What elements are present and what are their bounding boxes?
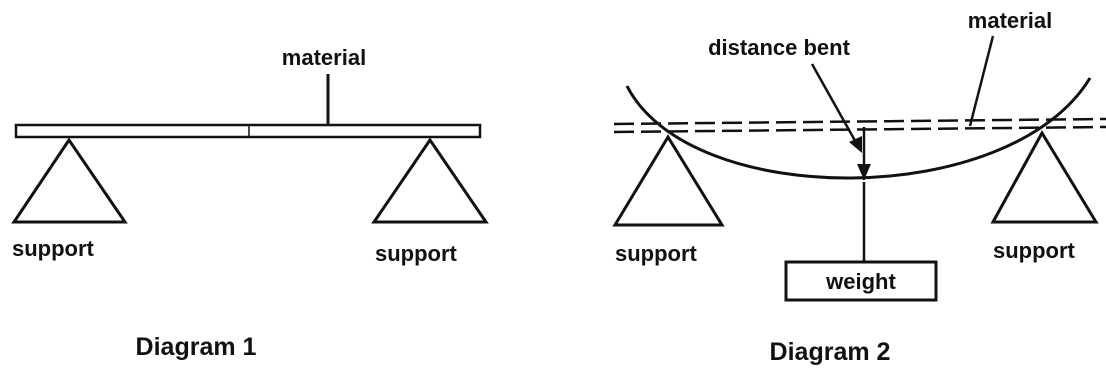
distance-bent-arrowhead xyxy=(849,136,862,153)
material-label: material xyxy=(282,45,366,70)
diagram-2-caption: Diagram 2 xyxy=(770,338,891,366)
distance-bent-label: distance bent xyxy=(708,35,850,60)
distance-bent-arrow-line xyxy=(810,63,860,147)
support-left-triangle xyxy=(612,134,725,227)
support-right-label: support xyxy=(993,238,1076,263)
material-label: material xyxy=(968,8,1052,33)
support-left-triangle xyxy=(11,137,128,224)
unbent-material-top-line xyxy=(613,117,1106,126)
unbent-material-bottom-line xyxy=(613,125,1106,134)
weight-box xyxy=(784,260,938,302)
support-right-label: support xyxy=(375,241,458,266)
support-right-triangle xyxy=(371,137,489,224)
support-left-label: support xyxy=(615,241,698,266)
weight-label: weight xyxy=(825,269,896,294)
diagram-1-caption: Diagram 1 xyxy=(136,333,257,361)
deflection-arrowhead xyxy=(857,164,871,180)
support-left-label: support xyxy=(12,236,95,261)
material-beam xyxy=(14,123,482,139)
diagram-1: material support support Diagram 1 xyxy=(11,45,489,361)
diagram-2: material distance bent weight support su… xyxy=(612,8,1106,366)
material-pointer xyxy=(968,35,995,127)
bent-material-curve xyxy=(625,77,1092,180)
support-right-triangle xyxy=(990,130,1099,224)
